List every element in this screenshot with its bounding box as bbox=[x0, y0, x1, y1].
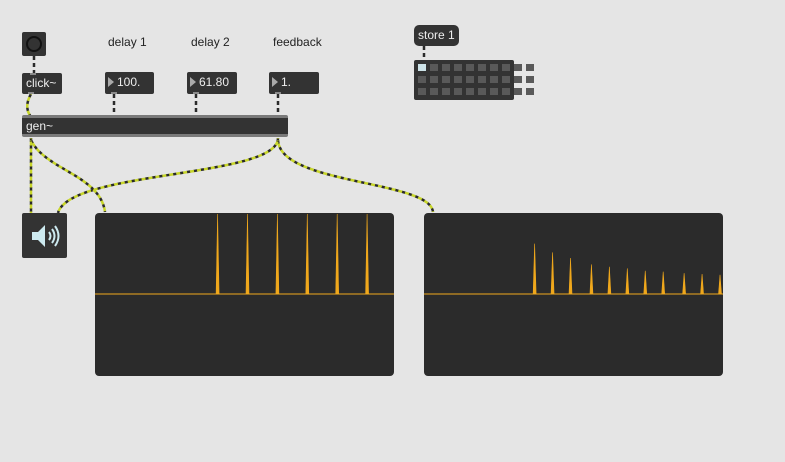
scope-right-trace bbox=[424, 243, 723, 295]
number-arrow-icon bbox=[272, 77, 278, 87]
scope-impulse bbox=[625, 268, 630, 295]
click-outlet[interactable] bbox=[28, 92, 34, 94]
scope-impulse bbox=[682, 273, 686, 295]
preset-slot[interactable] bbox=[454, 88, 462, 95]
click-object[interactable]: click~ bbox=[22, 73, 62, 94]
click-inlet[interactable] bbox=[30, 73, 36, 75]
preset-slot[interactable] bbox=[490, 64, 498, 71]
delay2-number-box[interactable]: 61.80 bbox=[187, 72, 237, 94]
preset-slot[interactable] bbox=[526, 88, 534, 95]
scope-impulse bbox=[365, 213, 369, 295]
scope-left[interactable] bbox=[95, 213, 394, 376]
preset-slot[interactable] bbox=[514, 88, 522, 95]
preset-slot[interactable] bbox=[502, 76, 510, 83]
scope-impulse bbox=[532, 243, 537, 295]
scope-impulse bbox=[718, 274, 722, 295]
preset-slot[interactable] bbox=[466, 88, 474, 95]
feedback-number-box[interactable]: 1. bbox=[269, 72, 319, 94]
cord-gen-to-dac bbox=[56, 137, 280, 214]
gen-object-text: gen~ bbox=[26, 119, 54, 133]
scope-impulse bbox=[275, 213, 280, 295]
feedback-value: 1. bbox=[281, 75, 292, 89]
preset-slot[interactable] bbox=[526, 76, 534, 83]
audio-output-button[interactable] bbox=[22, 213, 67, 258]
delay1-outlet[interactable] bbox=[111, 92, 117, 94]
preset-slot[interactable] bbox=[430, 76, 438, 83]
scope-impulse bbox=[700, 273, 704, 295]
store-message-text: store 1 bbox=[418, 28, 455, 42]
store-message[interactable]: store 1 bbox=[414, 25, 459, 46]
scope-impulse bbox=[643, 270, 648, 295]
scope-impulse bbox=[661, 271, 666, 295]
preset-slot[interactable] bbox=[418, 76, 426, 83]
scope-impulse bbox=[215, 213, 220, 295]
preset-slot[interactable] bbox=[502, 88, 510, 95]
delay2-label: delay 2 bbox=[191, 35, 230, 49]
scope-impulse bbox=[335, 213, 339, 295]
preset-slot[interactable] bbox=[478, 76, 486, 83]
preset-slot[interactable] bbox=[466, 64, 474, 71]
delay2-value: 61.80 bbox=[199, 75, 230, 89]
preset-slot[interactable] bbox=[478, 88, 486, 95]
delay1-label: delay 1 bbox=[108, 35, 147, 49]
preset-slot[interactable] bbox=[490, 76, 498, 83]
preset-slot[interactable] bbox=[442, 76, 450, 83]
feedback-outlet[interactable] bbox=[275, 92, 281, 94]
preset-slot[interactable] bbox=[430, 88, 438, 95]
preset-slot[interactable] bbox=[514, 64, 522, 71]
number-arrow-icon bbox=[108, 77, 114, 87]
click-object-text: click~ bbox=[26, 76, 57, 90]
scope-impulse bbox=[568, 257, 573, 295]
preset-slot[interactable] bbox=[490, 88, 498, 95]
preset-slot[interactable] bbox=[502, 64, 510, 71]
preset-slot[interactable] bbox=[418, 88, 426, 95]
speaker-icon bbox=[32, 225, 60, 247]
scope-impulse bbox=[589, 264, 594, 295]
preset-slot[interactable] bbox=[418, 64, 426, 71]
number-arrow-icon bbox=[190, 77, 196, 87]
preset-slot[interactable] bbox=[526, 64, 534, 71]
preset-slot[interactable] bbox=[454, 64, 462, 71]
preset-grid[interactable] bbox=[414, 60, 534, 100]
delay1-number-box[interactable]: 100. bbox=[105, 72, 154, 94]
preset-slot[interactable] bbox=[442, 88, 450, 95]
preset-slot[interactable] bbox=[430, 64, 438, 71]
scope-impulse bbox=[245, 213, 250, 295]
scope-left-trace bbox=[95, 213, 394, 295]
bang-button[interactable] bbox=[22, 32, 46, 56]
preset-slot[interactable] bbox=[442, 64, 450, 71]
preset-slot[interactable] bbox=[466, 76, 474, 83]
gen-object[interactable]: gen~ bbox=[22, 115, 288, 137]
preset-slot[interactable] bbox=[478, 64, 486, 71]
scope-impulse bbox=[305, 213, 310, 295]
cord-gen-to-scope-right bbox=[276, 139, 435, 213]
preset-slot[interactable] bbox=[454, 76, 462, 83]
scope-impulse bbox=[607, 266, 612, 295]
preset-slot[interactable] bbox=[514, 76, 522, 83]
scope-right[interactable] bbox=[424, 213, 723, 376]
feedback-label: feedback bbox=[273, 35, 322, 49]
scope-impulse bbox=[550, 252, 555, 295]
bang-circle bbox=[26, 36, 42, 52]
delay2-outlet[interactable] bbox=[193, 92, 199, 94]
delay1-value: 100. bbox=[117, 75, 141, 89]
